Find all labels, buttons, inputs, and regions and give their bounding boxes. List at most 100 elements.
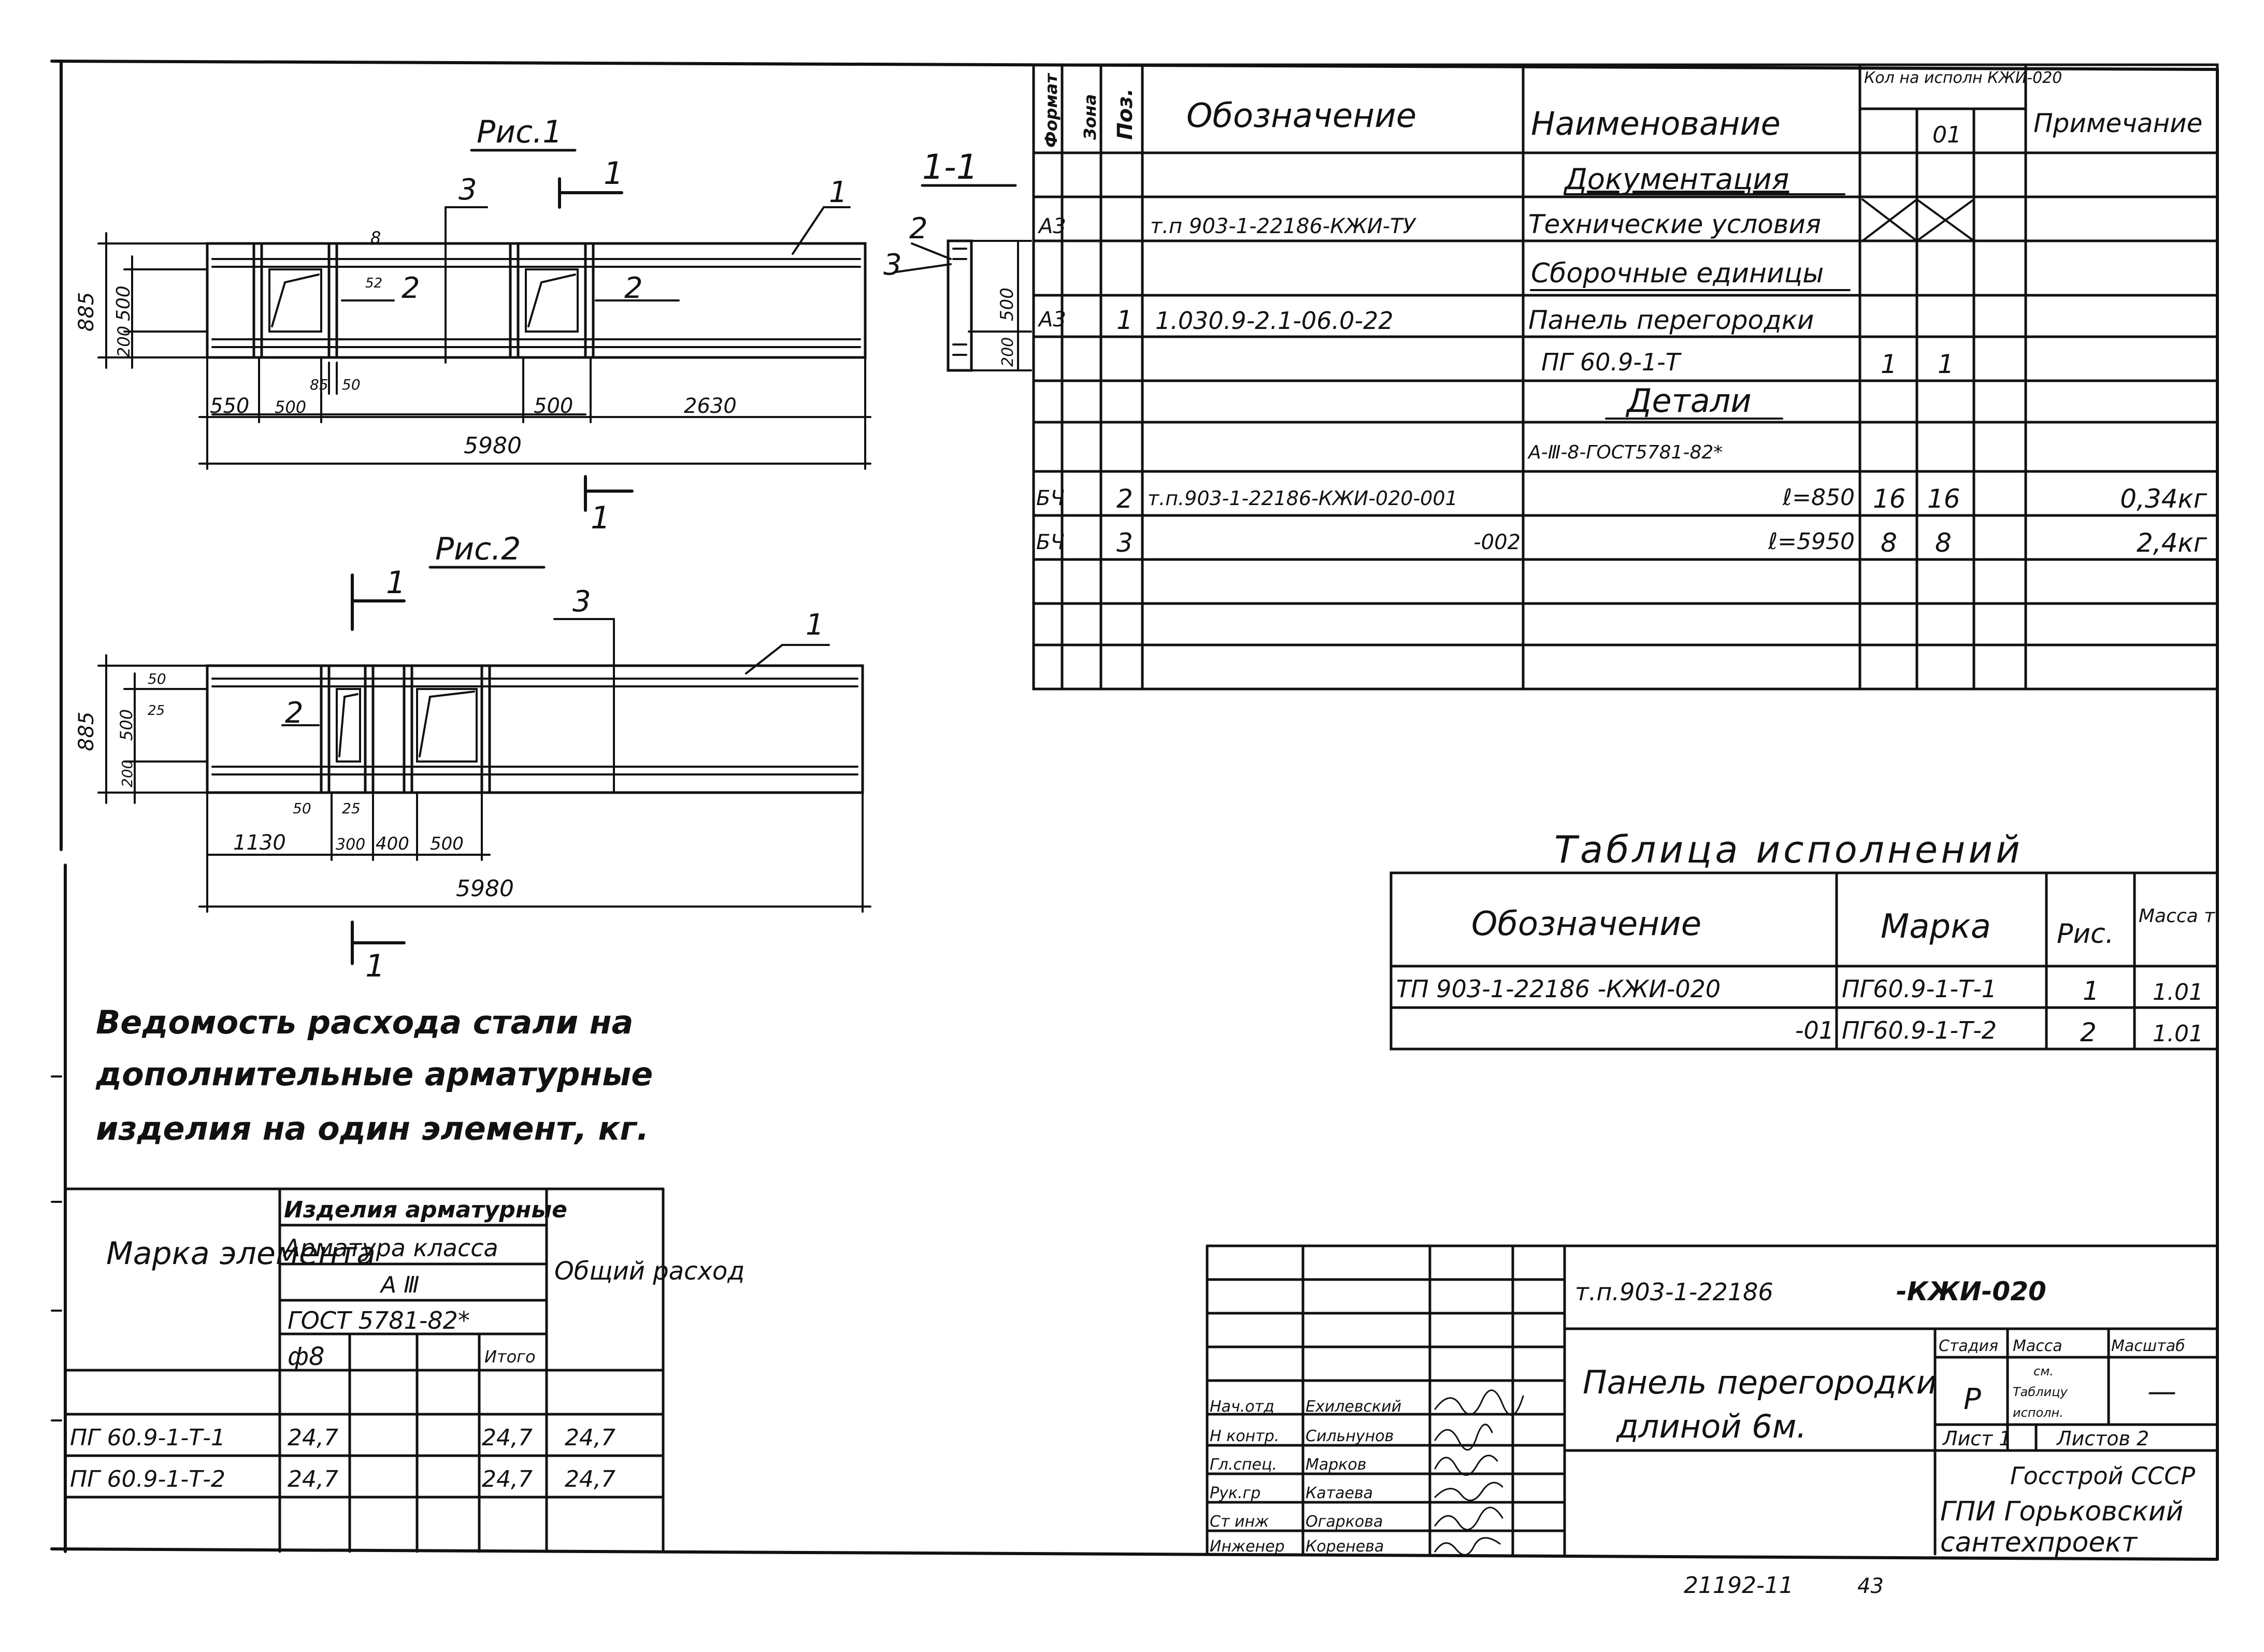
- steel-header-items: Изделия арматурные: [284, 1197, 567, 1223]
- steel-row2-overall: 24,7: [565, 1466, 615, 1492]
- title-block-name-line1: Панель перегородки: [1583, 1363, 1937, 1401]
- spec-header-zone: Зона: [1080, 94, 1100, 140]
- fig1-dim-52: 52: [365, 276, 382, 291]
- fig1-callout-3: 3: [458, 173, 477, 207]
- staff-name-1: Ехилевский: [1306, 1398, 1401, 1416]
- title-block-name-line2: длиной 6м.: [1616, 1407, 1807, 1445]
- title-block-mass-l3: исполн.: [2013, 1405, 2064, 1420]
- fig2-dim-885: 885: [75, 712, 98, 751]
- fig1-dim-2630: 2630: [684, 394, 737, 418]
- spec-table-grid: [1032, 63, 2219, 691]
- steel-header-mark: Марка элемента: [106, 1236, 376, 1272]
- title-block-grid: [1206, 1244, 2219, 1556]
- steel-row2-total: 24,7: [482, 1466, 533, 1492]
- fig1-section-mark-top: 1: [604, 155, 623, 192]
- fig2-longitudinal-bars: [211, 678, 858, 775]
- fig1-title: Рис.1: [477, 114, 562, 150]
- spec-header-designation: Обозначение: [1186, 97, 1416, 135]
- fig2-openings: [320, 664, 491, 794]
- spec-r8-pos: 2: [1116, 484, 1133, 514]
- spec-r7-name: А-Ⅲ-8-ГОСТ5781-82*: [1527, 442, 1723, 463]
- variants-row1-mark: ПГ60.9-1-Т-1: [1842, 975, 1997, 1003]
- spec-r9-q1: 8: [1881, 528, 1897, 558]
- steel-row1-mark: ПГ 60.9-1-Т-1: [70, 1425, 225, 1451]
- variants-row2-designation: -01: [1795, 1016, 1834, 1044]
- staff-role-5: Ст инж: [1210, 1513, 1269, 1531]
- staff-name-5: Огаркова: [1306, 1513, 1383, 1531]
- spec-r8-q1: 16: [1873, 484, 1906, 514]
- fig1-dim-550: 550: [210, 394, 249, 418]
- fig2-dim-500: 500: [430, 834, 464, 854]
- fig1-dim-200: 200: [114, 326, 134, 357]
- signatures: [1434, 1389, 1524, 1556]
- fig1-opening-right: [509, 242, 595, 359]
- fig1-dim-50: 50: [342, 376, 361, 393]
- fig1-longitudinal-bars: [211, 258, 861, 348]
- fig2-dim-200: 200: [119, 760, 136, 787]
- section-dim-200: 200: [999, 337, 1017, 367]
- spec-r9-pos: 3: [1116, 528, 1133, 558]
- spec-r8-designation: т.п.903-1-22186-КЖИ-020-001: [1148, 487, 1458, 510]
- staff-name-6: Коренева: [1306, 1538, 1384, 1556]
- fig2-horizontal-dims: [198, 792, 871, 913]
- steel-header-class: Арматура класса: [282, 1234, 498, 1262]
- figure-2: Рис.2 1 3: [75, 531, 871, 984]
- title-block-code: т.п.903-1-22186: [1575, 1278, 1773, 1306]
- fig1-dim-5980: 5980: [464, 433, 522, 459]
- spec-r2-format: А3: [1037, 214, 1066, 238]
- fig2-vertical-dims: [97, 654, 208, 804]
- title-block-mass-l1: см.: [2033, 1364, 2054, 1378]
- spec-r8-note: 0,34кг: [2120, 484, 2208, 514]
- fig1-panel-outline: [206, 242, 867, 359]
- footer-page: 43: [1857, 1574, 1884, 1598]
- spec-header-qty-01: 01: [1932, 122, 1961, 148]
- spec-r8-name: ℓ=850: [1782, 484, 1855, 511]
- staff-name-4: Катаева: [1306, 1484, 1373, 1502]
- fig2-dim-500: 500: [117, 709, 136, 741]
- steel-row2-d8: 24,7: [288, 1466, 338, 1492]
- spec-r9-designation: -002: [1473, 530, 1521, 554]
- spec-r8-format: БЧ: [1036, 486, 1065, 510]
- steel-header-class-val: А Ⅲ: [379, 1272, 419, 1298]
- steel-header-total: Итого: [484, 1347, 536, 1367]
- spec-r6-name: Детали: [1625, 382, 1752, 420]
- title-block-code-suffix: -КЖИ-020: [1896, 1276, 2046, 1306]
- steel-row2-mark: ПГ 60.9-1-Т-2: [70, 1466, 225, 1492]
- variants-table: Таблица исполнений Обозначение Марка Рис…: [1389, 828, 2219, 1051]
- spec-r4-pos: 1: [1116, 305, 1133, 335]
- spec-r4-name: Панель перегородки: [1528, 305, 1814, 335]
- spec-r5-name: ПГ 60.9-1-Т: [1541, 348, 1682, 376]
- fig2-section-mark-top: 1: [386, 565, 406, 601]
- title-block-sheets: Листов 2: [2056, 1427, 2149, 1450]
- fig1-dim-885: 885: [75, 292, 98, 332]
- spec-r9-format: БЧ: [1036, 530, 1065, 554]
- spec-r2-designation: т.п 903-1-22186-КЖИ-ТУ: [1150, 214, 1417, 238]
- spec-r2-name: Технические условия: [1528, 209, 1821, 239]
- staff-name-2: Сильнунов: [1306, 1427, 1394, 1445]
- fig1-callout-2b: 2: [624, 271, 643, 305]
- fig1-dim-500b: 500: [534, 394, 573, 418]
- fig1-dim-85: 85: [310, 376, 328, 393]
- title-block-stage-label: Стадия: [1939, 1337, 1998, 1355]
- spec-r9-note: 2,4кг: [2137, 528, 2208, 558]
- fig2-callout-3: 3: [572, 585, 591, 619]
- staff-role-3: Гл.спец.: [1210, 1456, 1277, 1474]
- variants-row1-mass: 1.01: [2153, 979, 2203, 1005]
- fig2-panel-outline: [206, 664, 864, 794]
- staff-name-3: Марков: [1306, 1456, 1366, 1474]
- steel-title-line1: Ведомость расхода стали на: [96, 1003, 633, 1041]
- title-block-org-line2: ГПИ Горьковский: [1940, 1496, 2183, 1527]
- fig2-dim-50h: 50: [293, 800, 311, 817]
- steel-header-overall: Общий расход: [554, 1257, 744, 1286]
- title-block-stage: Р: [1964, 1383, 1981, 1416]
- steel-row1-d8: 24,7: [288, 1425, 338, 1451]
- variants-row2-mass: 1.01: [2153, 1021, 2203, 1047]
- variants-row1-fig: 1: [2083, 976, 2099, 1006]
- figure-1: Рис.1: [75, 114, 871, 536]
- spec-header-qty: Кол на исполн КЖИ-020: [1864, 69, 2062, 87]
- steel-row1-total: 24,7: [482, 1425, 533, 1451]
- spec-r4-format: А3: [1037, 308, 1066, 332]
- section-1-1: 1-1 2 3 500 200: [883, 147, 1032, 372]
- title-block-scale: —: [2147, 1375, 2176, 1409]
- fig1-dim-500: 500: [113, 285, 134, 321]
